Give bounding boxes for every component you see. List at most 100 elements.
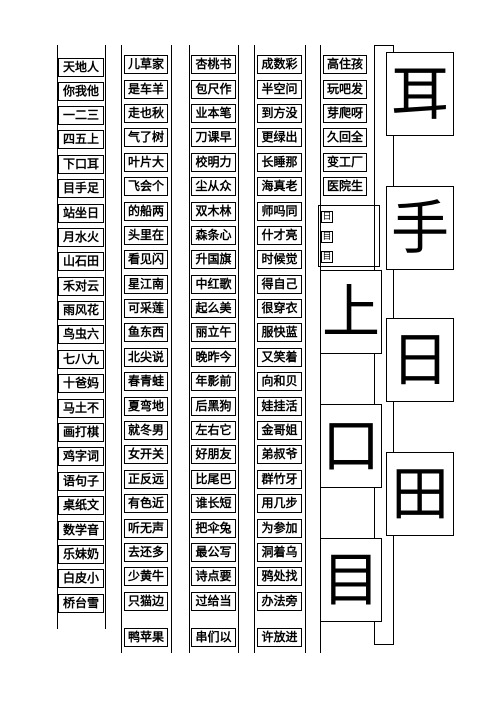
word-cell: 中红歌 [191,275,236,294]
word-cell: 北尖说 [124,348,168,367]
word-cell: 娃挂活 [257,397,302,416]
column-3-right-rule [238,45,239,653]
word-cell: 星江南 [124,275,168,294]
word-cell: 许放进 [257,628,302,647]
word-cell: 玩吧发 [323,80,367,99]
word-cell: 一二三 [58,106,104,125]
big-char-box: 日 [386,318,454,402]
big-char-box: 田 [386,452,454,536]
word-cell: 的船两 [124,202,168,221]
word-cell: 天地人 [58,58,104,77]
word-cell: 乐妹奶 [58,545,104,564]
word-cell: 七八九 [58,350,104,369]
word-cell: 春青蛙 [124,372,168,391]
column-1-right-rule [105,45,106,629]
small-box-frame [318,205,380,267]
word-cell: 业本笔 [191,104,236,123]
word-cell: 什才亮 [257,226,302,245]
word-cell: 成数彩 [257,55,302,74]
word-cell: 有色近 [124,494,168,513]
word-cell: 变工厂 [323,153,367,172]
word-cell: 头里在 [124,226,168,245]
word-cell: 得自己 [257,275,302,294]
word-cell: 就冬男 [124,421,168,440]
word-cell: 久回全 [323,128,367,147]
word-cell: 把伞兔 [191,519,236,538]
word-cell: 桥台雪 [58,594,104,613]
small-char-box: 目 [321,231,333,243]
word-cell: 后黑狗 [191,397,236,416]
small-char-box: 目 [321,251,333,263]
word-cell: 杏桃书 [191,55,236,74]
word-cell: 禾对云 [58,277,104,296]
word-cell: 你我他 [58,82,104,101]
word-cell: 为参加 [257,519,302,538]
word-cell: 只猫边 [124,592,168,611]
word-cell: 少黄牛 [124,567,168,586]
word-cell: 月水火 [58,228,104,247]
column-3-left-rule [189,45,190,653]
word-cell: 年影前 [191,372,236,391]
word-cell: 医院生 [323,177,367,196]
word-cell: 女开关 [124,445,168,464]
word-cell: 比尾巴 [191,470,236,489]
word-cell: 起么美 [191,299,236,318]
big-char-box: 口 [320,404,382,488]
word-cell: 办法旁 [257,592,302,611]
word-cell: 去还多 [124,543,168,562]
word-cell: 下口耳 [58,155,104,174]
word-cell: 鸡字词 [58,447,104,466]
word-cell: 雨风花 [58,301,104,320]
word-cell: 金哥姐 [257,421,302,440]
word-cell: 桌纸文 [58,496,104,515]
word-cell: 鱼东西 [124,323,168,342]
word-cell: 用几步 [257,494,302,513]
word-cell: 很穿衣 [257,299,302,318]
word-cell: 升国旗 [191,250,236,269]
word-cell: 是车羊 [124,80,168,99]
word-cell: 洞着乌 [257,543,302,562]
word-cell: 走也秋 [124,104,168,123]
word-cell: 长睡那 [257,153,302,172]
big-char-box: 耳 [386,52,454,136]
word-cell: 语句子 [58,472,104,491]
word-cell: 山石田 [58,252,104,271]
word-cell: 谁长短 [191,494,236,513]
word-cell: 串们以 [191,628,236,647]
word-cell: 师吗同 [257,202,302,221]
word-cell: 看见闪 [124,250,168,269]
word-cell: 可采莲 [124,299,168,318]
word-cell: 十爸妈 [58,374,104,393]
word-cell: 鸭苹果 [124,628,168,647]
word-cell: 诗点要 [191,567,236,586]
word-cell: 更绿出 [257,128,302,147]
word-cell: 群竹牙 [257,470,302,489]
word-cell: 画打棋 [58,423,104,442]
big-char-box: 目 [320,538,382,622]
word-cell: 马土不 [58,399,104,418]
word-cell: 最公写 [191,543,236,562]
word-cell: 叶片大 [124,153,168,172]
word-cell: 鸦处找 [257,567,302,586]
word-cell: 数学音 [58,521,104,540]
word-cell: 站坐日 [58,204,104,223]
word-cell: 高住孩 [323,55,367,74]
word-cell: 森条心 [191,226,236,245]
word-cell: 包尺作 [191,80,236,99]
word-cell: 双木林 [191,202,236,221]
word-cell: 气了树 [124,128,168,147]
word-cell: 听无声 [124,519,168,538]
word-cell: 左右它 [191,421,236,440]
word-cell: 尘从众 [191,177,236,196]
word-cell: 校明力 [191,153,236,172]
word-cell: 夏弯地 [124,397,168,416]
word-cell: 刀课早 [191,128,236,147]
column-1-left-rule [57,45,58,629]
small-char-box: 日 [321,211,333,223]
word-cell: 鸟虫六 [58,325,104,344]
word-cell: 又笑着 [257,348,302,367]
word-cell: 正反远 [124,470,168,489]
column-4-right-rule [305,45,306,653]
word-cell: 四五上 [58,130,104,149]
word-cell: 时候觉 [257,250,302,269]
